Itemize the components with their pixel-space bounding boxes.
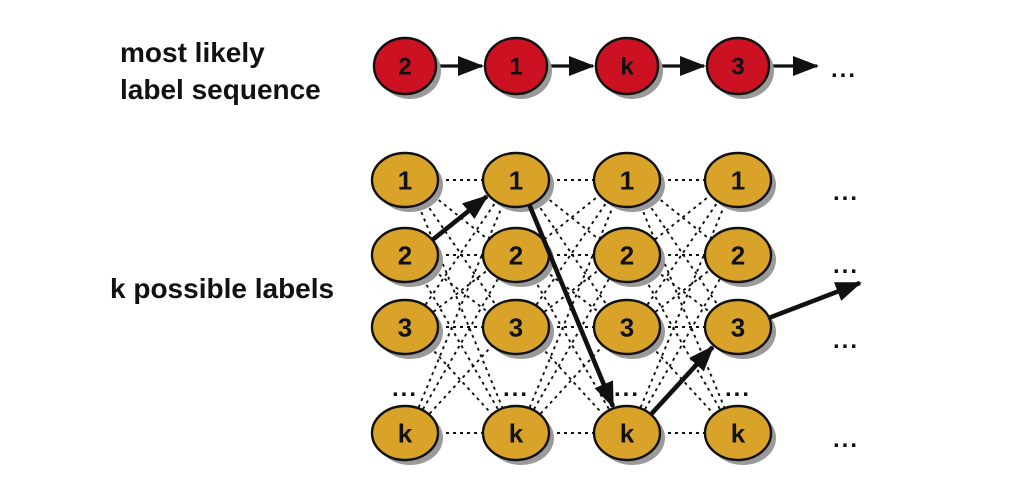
- trellis-edge: [543, 194, 600, 241]
- sequence-node: [594, 36, 660, 96]
- trellis-node-label: k: [398, 418, 413, 448]
- trellis-node-label: 3: [509, 312, 523, 342]
- label-sequence-chain: 2 1 k 3: [372, 36, 819, 99]
- trellis-edge: [543, 269, 600, 313]
- trellis-edge: [654, 194, 711, 241]
- row-ellipsis: ...: [833, 327, 859, 354]
- sequence-node-label: k: [620, 54, 634, 81]
- trellis-node-label: 3: [731, 312, 745, 342]
- ellipsis-marks: ...........................: [392, 56, 859, 453]
- sequence-node: [372, 36, 438, 96]
- sequence-node-label: 1: [509, 54, 522, 81]
- trellis-edge: [432, 269, 489, 313]
- trellis-edge: [543, 269, 600, 313]
- path-arrow: [649, 345, 715, 416]
- trellis-edge: [654, 194, 711, 241]
- sequence-ellipsis: ...: [831, 56, 857, 83]
- trellis-node-label: k: [731, 418, 746, 448]
- row-ellipsis: ...: [833, 252, 859, 279]
- sequence-node-label: 3: [731, 54, 744, 81]
- trellis-edge: [528, 205, 615, 408]
- row-ellipsis: ...: [833, 426, 859, 453]
- trellis-edge: [432, 194, 489, 241]
- sequence-node: [705, 36, 771, 96]
- trellis-edge: [543, 194, 600, 241]
- trellis-node: [703, 226, 773, 284]
- trellis-edge: [639, 205, 726, 408]
- trellis-edge: [650, 345, 715, 415]
- trellis-node-label: k: [509, 418, 524, 448]
- trellis-node: [481, 404, 551, 462]
- trellis-node: [703, 298, 773, 356]
- trellis-node-label: 2: [398, 240, 412, 270]
- path-exit-arrow: [769, 280, 862, 320]
- trellis-node: [703, 151, 773, 209]
- trellis-node-label: 2: [731, 240, 745, 270]
- top-caption-line1: most likely: [120, 37, 265, 68]
- trellis-node-label: 3: [620, 312, 634, 342]
- trellis-node-label: 1: [398, 165, 412, 195]
- sequence-node: [483, 36, 549, 96]
- trellis-edge: [654, 269, 711, 313]
- trellis-node-label: 1: [731, 165, 745, 195]
- viterbi-path: [431, 194, 862, 416]
- trellis-node: [592, 298, 662, 356]
- trellis-node: [592, 404, 662, 462]
- column-ellipsis: ...: [725, 375, 751, 402]
- trellis-node-label: 1: [509, 165, 523, 195]
- trellis-edge: [432, 269, 489, 313]
- trellis-edge: [428, 345, 493, 415]
- trellis-node-label: 1: [620, 165, 634, 195]
- trellis-node: [370, 151, 440, 209]
- trellis-edge: [428, 345, 493, 415]
- trellis-node: [481, 151, 551, 209]
- path-arrow: [431, 194, 489, 242]
- sequence-node-label: 2: [398, 54, 411, 81]
- trellis-node: [370, 226, 440, 284]
- trellis-nodes: 1 2 3 k 1 2 3 k 1 2 3 k 1 2 3 k: [370, 151, 776, 465]
- side-caption: k possible labels: [110, 273, 334, 304]
- trellis-node: [703, 404, 773, 462]
- trellis-node: [370, 404, 440, 462]
- trellis-edge: [539, 345, 604, 415]
- trellis-edge: [539, 345, 604, 415]
- trellis-edge: [654, 269, 711, 313]
- trellis-node: [370, 298, 440, 356]
- column-ellipsis: ...: [392, 375, 418, 402]
- trellis-node: [481, 298, 551, 356]
- column-ellipsis: ...: [614, 375, 640, 402]
- trellis-node-label: k: [620, 418, 635, 448]
- column-ellipsis: ...: [503, 375, 529, 402]
- trellis-node: [592, 151, 662, 209]
- trellis-node-label: 3: [398, 312, 412, 342]
- trellis-edge: [417, 205, 504, 408]
- top-caption-line2: label sequence: [120, 74, 321, 105]
- trellis-node: [592, 226, 662, 284]
- path-arrow: [527, 204, 616, 409]
- trellis-node-label: 2: [620, 240, 634, 270]
- trellis-node-label: 2: [509, 240, 523, 270]
- row-ellipsis: ...: [833, 179, 859, 206]
